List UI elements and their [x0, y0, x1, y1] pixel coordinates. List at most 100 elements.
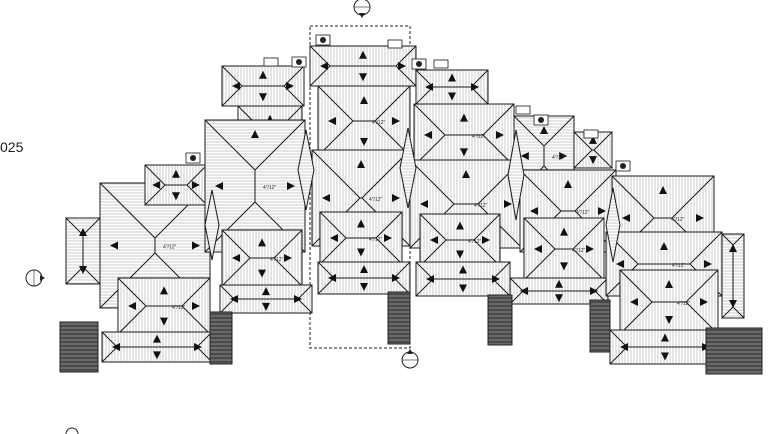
- slope-arrow: [661, 352, 669, 361]
- stair-far-right: [705, 327, 763, 375]
- roof-rc-upper: 4"/12": [413, 103, 515, 167]
- pitch-label: 4"/12": [576, 210, 590, 216]
- slope-arrow: [153, 334, 161, 343]
- slope-arrow: [496, 131, 504, 139]
- slope-arrow: [665, 316, 673, 324]
- dormer-0: [204, 189, 220, 261]
- slope-arrow: [192, 241, 200, 250]
- stair-center: [387, 291, 411, 345]
- chimney-box: [583, 129, 599, 139]
- pitch-label: 4"/12": [472, 134, 486, 140]
- pitch-label: 4"/12": [263, 185, 277, 191]
- slope-arrow: [322, 194, 330, 202]
- slope-arrow: [424, 83, 433, 91]
- slope-arrow: [284, 254, 292, 262]
- slope-arrow: [504, 200, 512, 208]
- slope-arrow: [430, 236, 438, 244]
- slope-arrow: [448, 92, 456, 101]
- slope-arrow: [328, 117, 336, 125]
- slope-arrow: [665, 280, 673, 288]
- slope-arrow: [620, 343, 628, 351]
- roof-left-porch: [101, 331, 213, 363]
- slope-arrow: [729, 300, 737, 308]
- slope-arrow: [259, 70, 267, 79]
- vent-icons: [185, 34, 631, 172]
- pitch-label: 4"/12": [369, 197, 383, 203]
- slope-arrow: [696, 214, 704, 222]
- slope-arrow: [360, 265, 368, 274]
- chimney-box: [515, 105, 531, 115]
- roof-fr-lower: 4"/12": [619, 269, 719, 335]
- dormer-2: [399, 127, 417, 209]
- slope-arrow: [661, 333, 669, 342]
- vent-icon: [185, 152, 201, 164]
- slope-arrow: [357, 248, 365, 257]
- slope-arrow: [660, 242, 668, 250]
- marker-left: [25, 269, 45, 287]
- slope-arrow: [152, 181, 161, 189]
- slope-arrow: [232, 82, 240, 90]
- edge-label-025: 025: [0, 139, 24, 155]
- roof-left-lower: 4"/12": [117, 277, 211, 335]
- dormer-4: [605, 187, 621, 263]
- roof-c-upper: 4"/12": [317, 85, 411, 157]
- pitch-label: 4"/12": [369, 237, 383, 243]
- pitch-label: 4"/12": [474, 203, 488, 209]
- slope-arrow: [459, 284, 467, 293]
- pitch-label: 4"/12": [552, 155, 566, 161]
- slope-arrow: [460, 148, 468, 157]
- vent-icon: [615, 160, 631, 172]
- slope-arrow: [589, 135, 597, 144]
- vent-icon: [315, 34, 331, 46]
- slope-arrow: [392, 274, 400, 282]
- slope-arrow: [482, 236, 490, 244]
- slope-arrow: [460, 113, 468, 122]
- slope-arrow: [110, 241, 118, 250]
- chimney-box: [387, 39, 403, 49]
- slope-arrow: [704, 260, 712, 268]
- slope-arrow: [359, 73, 367, 82]
- slope-arrow: [659, 186, 667, 194]
- roof-units: 4"/12" 4"/12" 4"/12" 4"/12" 4"/12" 4"/12" 4"/1…: [65, 45, 745, 365]
- slope-arrow: [294, 295, 302, 303]
- slope-arrow: [459, 265, 467, 274]
- slope-arrow: [492, 275, 500, 283]
- roof-fr-side: [721, 233, 745, 319]
- chimney-box: [263, 57, 279, 67]
- slope-arrow: [251, 130, 259, 138]
- slope-arrow: [384, 234, 392, 242]
- marker-top: [353, 0, 371, 18]
- slope-arrow: [79, 228, 87, 236]
- slope-arrow: [320, 62, 328, 70]
- slope-arrow: [192, 302, 200, 310]
- stair-left: [59, 321, 99, 373]
- slope-arrow: [630, 298, 638, 306]
- slope-arrow: [160, 286, 168, 295]
- slope-arrow: [530, 207, 538, 215]
- slope-arrow: [215, 182, 223, 190]
- slope-arrow: [555, 279, 563, 288]
- marker-bottom: [401, 349, 419, 369]
- roof-c-lower: 4"/12": [319, 211, 403, 265]
- slope-arrow: [392, 117, 400, 125]
- slope-arrow: [424, 131, 432, 139]
- roof-lc-top: [221, 65, 305, 107]
- roof-rc-base: [415, 261, 511, 297]
- pitch-label: 4"/12": [468, 239, 482, 245]
- slope-arrow: [560, 262, 568, 271]
- marker-bottom-left: [65, 427, 79, 434]
- slope-arrow: [191, 181, 200, 189]
- pitch-label: 4"/12": [163, 245, 177, 251]
- slope-arrow: [258, 238, 266, 247]
- vent-icon: [291, 56, 307, 68]
- roof-fr-porch: [609, 329, 721, 365]
- slope-arrow: [357, 160, 365, 168]
- roof-c-base: [317, 261, 411, 295]
- slope-arrow: [286, 82, 294, 90]
- slope-arrow: [555, 294, 563, 303]
- slope-arrow: [598, 207, 606, 215]
- slope-arrow: [456, 250, 464, 259]
- slope-arrow: [330, 234, 338, 242]
- dormer-3: [507, 129, 525, 221]
